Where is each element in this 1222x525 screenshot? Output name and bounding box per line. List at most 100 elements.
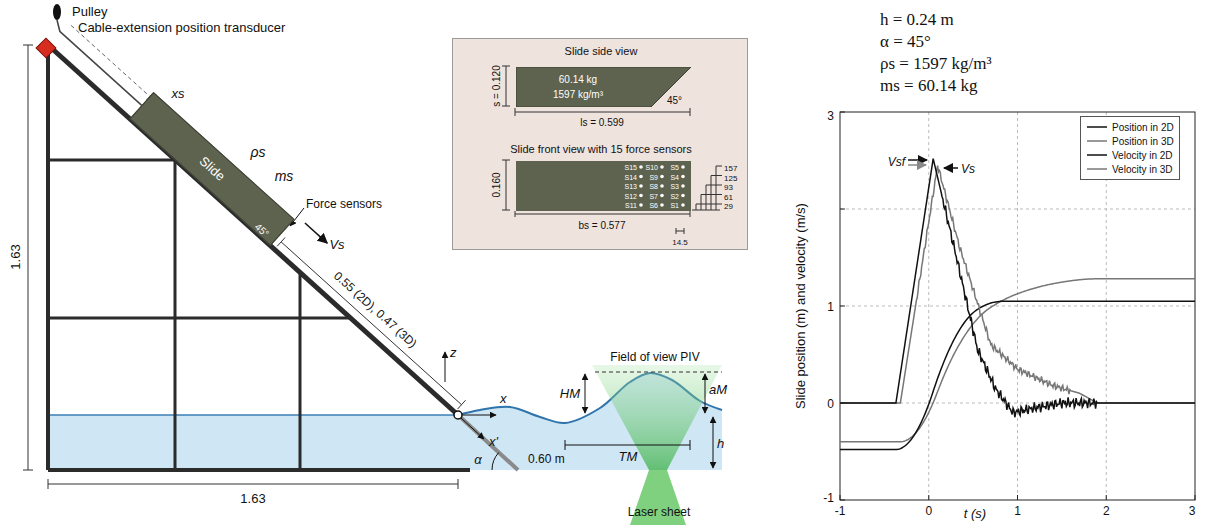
label-holder: TM xyxy=(619,448,638,464)
frame-line xyxy=(299,272,302,470)
dimension-tick xyxy=(515,211,516,217)
axis-tick xyxy=(840,306,845,307)
label-holder: 0 xyxy=(827,395,834,411)
legend-sample xyxy=(1086,122,1108,132)
data-curve xyxy=(840,166,1195,403)
symbol-label: HM xyxy=(560,386,580,401)
axis-label: x xyxy=(500,391,507,406)
axis-tick xyxy=(840,209,845,210)
dimension-label: ls = 0.599 xyxy=(580,117,624,128)
label-holder: aM xyxy=(709,381,727,397)
force-sensor-dot xyxy=(660,194,664,198)
pulley xyxy=(53,4,61,20)
label-holder: 1.63 xyxy=(7,244,23,269)
dimension-line xyxy=(696,204,697,210)
symbol-label: h xyxy=(717,436,724,451)
tick-label: 3 xyxy=(1189,504,1196,518)
grid-line xyxy=(840,306,1195,307)
label-holder: h xyxy=(717,435,724,451)
tick-label: -1 xyxy=(835,504,846,518)
angle-arc xyxy=(492,453,499,470)
dimension-label: 93 xyxy=(724,183,733,192)
label-holder: HM xyxy=(560,385,580,401)
label-holder: 1.63 xyxy=(240,490,265,506)
dimension-arrow xyxy=(585,374,586,413)
symbol-label: aM xyxy=(709,382,727,397)
dimension-label: 0.160 xyxy=(491,172,502,197)
symbol-label: ms xyxy=(275,168,294,184)
dimension-tick xyxy=(23,470,33,471)
label-holder: 0.55 (2D), 0.47 (3D) xyxy=(331,267,421,351)
label-holder: Vs xyxy=(329,236,344,252)
label-holder: ρs = 1597 kg/m³ xyxy=(880,55,991,74)
velocity-arrow xyxy=(305,223,327,243)
label-holder: 45° xyxy=(667,91,682,107)
dimension-tick xyxy=(502,106,510,107)
force-sensor-dot xyxy=(639,165,643,169)
dimension-line xyxy=(28,45,29,470)
legend-sample xyxy=(1086,136,1108,146)
parameter-label: h = 0.24 m xyxy=(880,10,954,29)
dimension-line xyxy=(701,195,702,211)
grid-line xyxy=(840,209,1195,210)
axis-tick xyxy=(1106,495,1107,500)
label-holder: x' xyxy=(489,433,498,449)
label-holder: 0.160 xyxy=(487,172,503,197)
piv-field xyxy=(592,365,722,470)
tick-label: 1 xyxy=(1014,504,1021,518)
dimension-line xyxy=(515,214,690,215)
dimension-tick xyxy=(48,479,49,489)
ramp-underwater xyxy=(458,415,518,470)
dimension-tick xyxy=(502,66,510,67)
dimension-tick xyxy=(696,204,722,205)
tick-label: 0 xyxy=(925,504,932,518)
force-sensor-dot xyxy=(681,203,685,207)
tick-label: 2 xyxy=(1103,504,1110,518)
dimension-tick xyxy=(458,400,466,409)
force-sensor-dot xyxy=(681,194,685,198)
label-holder: s = 0.120 xyxy=(487,65,503,106)
node-text: Slide xyxy=(196,154,227,184)
legend-entry: Velocity in 2D xyxy=(1086,148,1174,162)
label-holder: Slide position (m) and velocity (m/s) xyxy=(792,203,808,409)
dimension-tick xyxy=(565,440,566,450)
force-sensor-dot xyxy=(660,175,664,179)
data-curve xyxy=(840,279,1195,442)
label-holder: 14.5 xyxy=(672,232,688,248)
dimension-tick xyxy=(23,45,33,46)
dimension-arrow xyxy=(713,417,714,468)
dimension-line xyxy=(515,112,690,113)
legend-box: Position in 2DPosition in 3DVelocity in … xyxy=(1080,116,1180,180)
symbol-label: TM xyxy=(619,449,638,464)
axis-tick xyxy=(840,112,845,113)
legend-line xyxy=(1087,168,1107,170)
data-curve xyxy=(840,159,1195,418)
frame-line xyxy=(48,468,470,472)
cable xyxy=(60,32,142,106)
annotation-label: Vs xyxy=(961,162,975,176)
parameter-label: α = 45° xyxy=(880,32,931,51)
node-text: 60.14 kg xyxy=(559,75,597,85)
dimension-tick xyxy=(706,185,722,186)
setup-drawing xyxy=(23,4,748,525)
position-transducer xyxy=(36,38,56,58)
label-holder: Pulley xyxy=(72,3,107,19)
label-holder: bs = 0.577 xyxy=(579,216,626,232)
dimension-label: 1.63 xyxy=(240,491,265,506)
axis-tick xyxy=(840,500,845,501)
label-holder: 3 xyxy=(1189,502,1196,518)
label-holder: ms xyxy=(275,168,294,184)
label-holder: xs xyxy=(172,85,185,101)
slide-front-view: S15S10S5S14S9S4S13S8S3S12S7S2S11S6S1 xyxy=(516,161,691,211)
dimension-label: 0.60 m xyxy=(528,452,565,466)
sensor-label: S9 xyxy=(649,173,658,180)
node-text: Slide front view with 15 force sensors xyxy=(510,144,692,155)
label-holder: 0 xyxy=(925,502,932,518)
part-label: Cable-extension position transducer xyxy=(78,20,285,35)
dimension-line xyxy=(506,160,507,210)
dimension-tick xyxy=(684,228,685,234)
dimension-line xyxy=(716,166,717,210)
dimension-label: 1.63 xyxy=(8,244,23,269)
dimension-tick xyxy=(515,108,516,116)
symbol-label: ρs xyxy=(250,144,265,160)
